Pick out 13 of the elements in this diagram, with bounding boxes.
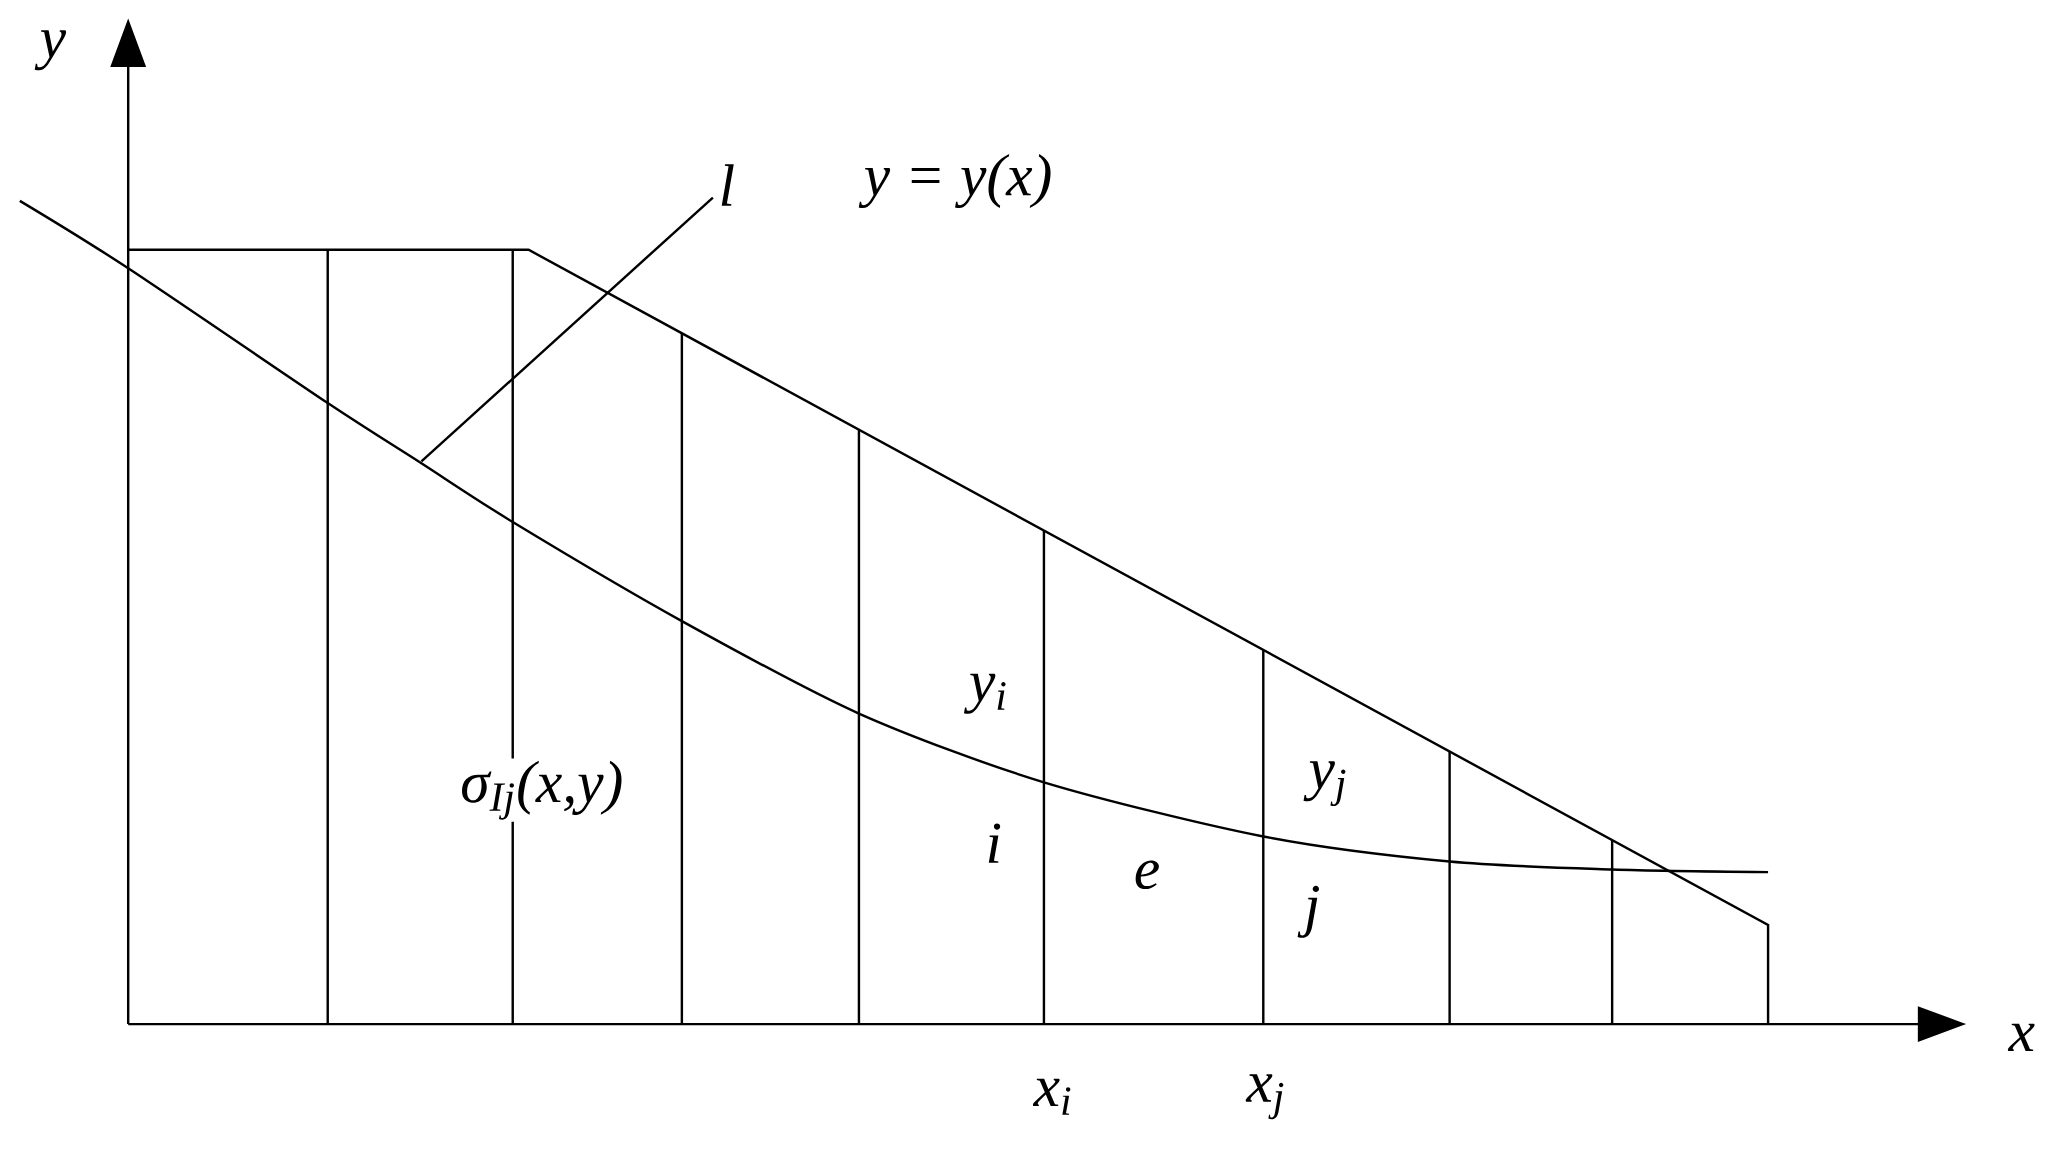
coordinate-label: x$_{j}$	[1244, 1072, 1288, 1122]
coordinate-label: x$_{i}$	[1031, 1076, 1075, 1118]
stress-label: σ$_{Ij}$(x,y)	[458, 758, 626, 823]
axis-label: x	[2006, 1021, 2038, 1054]
point-label: y$_{i}$	[963, 671, 1011, 717]
point-label: y$_{j}$	[1303, 759, 1350, 809]
equation-label: y = y(x)	[858, 152, 1055, 211]
axis-label: y	[34, 28, 69, 73]
leader-line	[420, 196, 714, 463]
point-label: i	[983, 821, 1005, 866]
element-label: e	[1131, 858, 1163, 892]
point-label: j	[1297, 883, 1323, 941]
curve-label: l	[721, 164, 734, 206]
